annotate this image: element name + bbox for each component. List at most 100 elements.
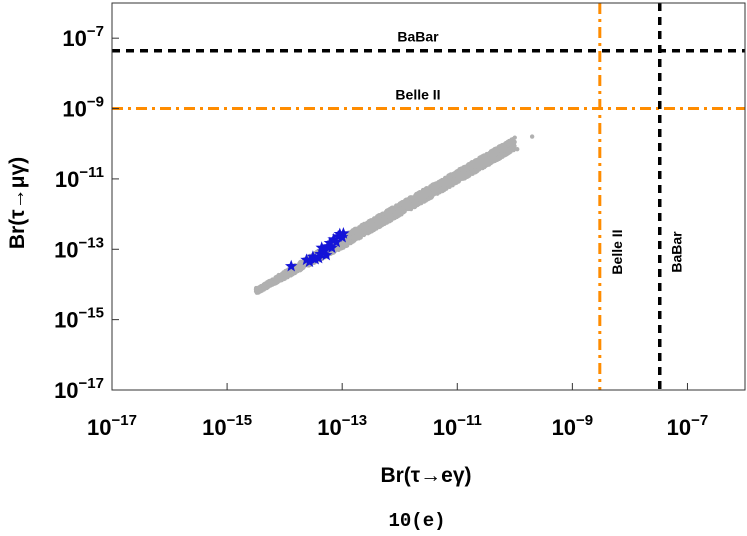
y-tick-mantissa: 10 bbox=[54, 308, 78, 333]
grey-point bbox=[476, 159, 481, 164]
bound-label-babar: BaBar bbox=[397, 29, 439, 45]
background-scan-points bbox=[253, 134, 535, 295]
grey-point bbox=[463, 166, 468, 171]
x-tick-exponent: −15 bbox=[227, 412, 252, 429]
x-tick-label: 10−11 bbox=[433, 412, 482, 440]
x-tick-exponent: −11 bbox=[457, 412, 482, 429]
grey-point bbox=[486, 156, 491, 161]
plot-frame bbox=[111, 2, 746, 391]
grey-point bbox=[435, 184, 440, 189]
grey-point bbox=[468, 161, 473, 166]
grey-point bbox=[459, 171, 465, 176]
grey-point bbox=[385, 210, 390, 215]
y-tick-exponent: −9 bbox=[87, 94, 104, 111]
grey-point bbox=[368, 221, 373, 226]
y-tick-exponent: −13 bbox=[79, 234, 104, 251]
grey-point bbox=[445, 181, 450, 186]
grey-point bbox=[426, 189, 431, 194]
grey-point bbox=[380, 222, 385, 227]
blue-star-point bbox=[300, 253, 313, 266]
blue-star-point bbox=[285, 259, 298, 272]
bound-label-belle-ii: Belle II bbox=[395, 87, 440, 103]
figure-caption: 10(e) bbox=[388, 510, 446, 532]
blue-star-point bbox=[320, 248, 333, 261]
grey-point bbox=[375, 221, 380, 226]
grey-point bbox=[451, 180, 456, 185]
grey-point bbox=[361, 225, 366, 230]
grey-point bbox=[515, 146, 520, 152]
grey-point bbox=[381, 216, 386, 221]
blue-star-point bbox=[325, 241, 338, 254]
grey-point bbox=[502, 141, 508, 147]
grey-point bbox=[374, 226, 379, 231]
y-tick-mantissa: 10 bbox=[62, 26, 86, 51]
grey-point bbox=[439, 187, 444, 192]
grey-point bbox=[371, 217, 376, 222]
grey-point bbox=[400, 200, 405, 205]
x-tick-exponent: −9 bbox=[576, 412, 593, 429]
grey-point bbox=[509, 139, 515, 144]
grey-point bbox=[391, 216, 396, 221]
x-axis-label: Br(τ→eγ) bbox=[380, 464, 471, 487]
bound-label-belle-ii: Belle II bbox=[609, 229, 625, 274]
blue-star-point bbox=[330, 235, 343, 248]
grey-point bbox=[402, 209, 407, 214]
grey-point bbox=[493, 146, 498, 151]
y-tick-label: 10−7 bbox=[62, 23, 104, 51]
grey-point bbox=[504, 148, 509, 153]
grey-point bbox=[353, 233, 358, 239]
grey-point bbox=[375, 217, 380, 222]
grey-point bbox=[341, 244, 346, 249]
grey-point bbox=[416, 194, 422, 199]
blue-star-point bbox=[315, 241, 328, 254]
grey-point bbox=[285, 271, 290, 276]
y-tick-label: 10−9 bbox=[62, 94, 104, 122]
y-tick-exponent: −7 bbox=[87, 23, 104, 40]
x-tick-mantissa: 10 bbox=[202, 415, 226, 440]
grey-point bbox=[380, 211, 385, 216]
grey-point bbox=[486, 158, 491, 164]
blue-star-point bbox=[337, 227, 350, 239]
y-tick-label: 10−15 bbox=[54, 305, 104, 333]
y-tick-mantissa: 10 bbox=[54, 237, 78, 262]
grey-point bbox=[440, 182, 445, 187]
grey-point bbox=[476, 166, 481, 171]
grey-point bbox=[468, 170, 473, 175]
y-tick-exponent: −15 bbox=[79, 305, 104, 322]
grey-point bbox=[277, 276, 283, 281]
grey-point bbox=[443, 186, 448, 191]
grey-point bbox=[471, 159, 476, 165]
y-tick-exponent: −11 bbox=[79, 164, 104, 181]
grey-point bbox=[455, 171, 460, 177]
grey-point bbox=[461, 174, 466, 179]
grey-point bbox=[447, 172, 452, 177]
grey-point bbox=[510, 143, 515, 148]
grey-point bbox=[364, 223, 370, 228]
grey-point bbox=[368, 228, 373, 233]
blue-star-point bbox=[318, 243, 331, 256]
blue-star-point bbox=[327, 233, 340, 245]
highlighted-scan-points bbox=[285, 227, 350, 272]
grey-point bbox=[422, 195, 427, 200]
x-tick-mantissa: 10 bbox=[552, 415, 576, 440]
grey-point bbox=[415, 202, 420, 207]
grey-point bbox=[400, 206, 405, 211]
x-tick-mantissa: 10 bbox=[87, 415, 111, 440]
grey-point bbox=[384, 219, 389, 224]
grey-point bbox=[508, 146, 513, 152]
x-tick-mantissa: 10 bbox=[667, 415, 691, 440]
y-tick-label: 10−17 bbox=[54, 375, 104, 403]
grey-point bbox=[422, 192, 427, 197]
grey-point bbox=[433, 189, 438, 194]
grey-point bbox=[472, 164, 477, 169]
x-tick-mantissa: 10 bbox=[433, 415, 457, 440]
blue-star-point bbox=[309, 252, 322, 265]
y-axis-label: Br(τ→μγ) bbox=[6, 157, 29, 249]
y-tick-mantissa: 10 bbox=[54, 378, 78, 403]
bound-label-babar: BaBar bbox=[669, 231, 685, 273]
grey-point bbox=[411, 200, 416, 205]
grey-point bbox=[529, 134, 535, 139]
x-tick-label: 10−15 bbox=[202, 412, 252, 440]
